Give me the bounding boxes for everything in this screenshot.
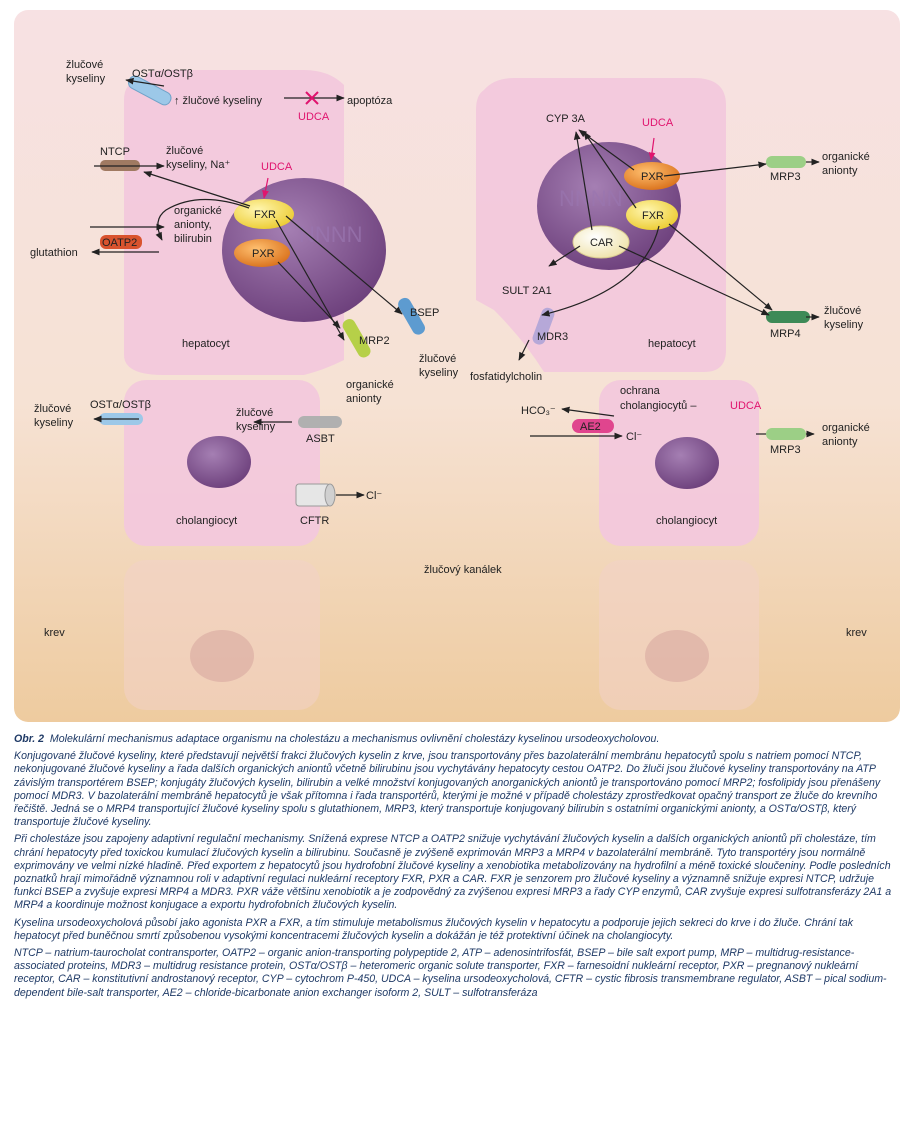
figure-caption: Obr. 2 Molekulární mechanismus adaptace … [14,733,898,1004]
caption-title: Obr. 2 Molekulární mechanismus adaptace … [14,733,898,746]
diagram-canvas: NNNN NNNN FXR PXR PXR FXR CAR OATP2 AE2 [14,10,900,722]
blood-cell-right-nucleus [645,630,709,682]
caption-paragraph-3: Kyselina ursodeoxycholová působí jako ag… [14,916,854,942]
bicarbonate-label: HCO₃⁻ [521,405,556,417]
fxr-left [234,199,294,229]
cftr-channel-end [324,483,336,507]
mrp3-top-transporter [766,156,806,168]
bile-canaliculus-label: žlučový kanálek [424,564,502,576]
blood-left-label: krev [44,627,65,639]
car-receptor [572,225,630,259]
chloride-left-label: Cl⁻ [366,490,382,502]
bsep-transporter [398,297,425,335]
caption-paragraph-1: Konjugované žlučové kyseliny, které před… [14,750,881,829]
dna-right: NNNN [559,186,623,211]
sult-label: SULT 2A1 [502,285,552,297]
nucleus-cholangiocyte-right [655,437,719,489]
hepatocyte-left-label: hepatocyt [182,338,230,350]
blood-right-label: krev [846,627,867,639]
fxr-right-label: FXR [642,210,664,222]
nucleus-cholangiocyte-left [187,436,251,488]
protection-cholangiocytes-label: cholangiocytů – [620,400,697,412]
udca-cholangiocyte-label: UDCA [730,400,762,412]
udca-left-label: UDCA [261,161,293,173]
mrp2-label: MRP2 [359,335,390,347]
hepatocyte-right-label: hepatocyt [648,338,696,350]
ae2-transporter [572,419,614,433]
udca-block-cross [305,91,319,105]
ost-cholangiocyte-label: OSTα/OSTβ [90,399,151,411]
mrp3-bottom-transporter [766,428,806,440]
pxr-right-label: PXR [641,171,664,183]
oatp2-transporter [100,235,142,249]
blood-cell-left-nucleus [190,630,254,682]
oatp2-label: OATP2 [102,237,137,249]
mdr3-transporter [532,307,555,345]
mrp4-label: MRP4 [770,328,801,340]
ost-top-label: OSTα/OSTβ [132,68,193,80]
mrp4-transporter [766,311,810,323]
caption-abbreviations: NTCP – natrium-taurocholat contransporte… [14,947,887,999]
asbt-label: ASBT [306,433,335,445]
udca-right-label: UDCA [642,117,674,129]
cyp3a-label: CYP 3A [546,113,586,125]
caption-title-text: Molekulární mechanismus adaptace organis… [49,733,660,745]
udca-top-label: UDCA [298,111,330,123]
protection-label: ochrana [620,385,661,397]
pxr-left [234,239,290,267]
ae2-label: AE2 [580,421,601,433]
glutathion-label: glutathion [30,247,78,259]
pxr-right [624,162,680,190]
mrp3-top-label: MRP3 [770,171,801,183]
phosphatidylcholine-label: fosfatidylcholin [470,371,542,383]
arrows [90,77,820,499]
pxr-left-label: PXR [252,248,275,260]
cholangiocyte-left-label: cholangiocyt [176,515,237,527]
fxr-right [626,200,678,230]
mrp2-transporter [342,319,371,358]
mdr3-label: MDR3 [537,331,568,343]
caption-figure-number: Obr. 2 [14,733,45,745]
cftr-label: CFTR [300,515,329,527]
dna-left: NNNN [299,222,363,247]
apoptosis-label: apoptóza [347,95,393,107]
caption-paragraph-2: Při cholestáze jsou zapojeny adaptivní r… [14,833,892,912]
fxr-left-label: FXR [254,209,276,221]
chloride-right-label: Cl⁻ [626,431,642,443]
bile-acids-up-label: ↑ žlučové kyseliny [174,95,263,107]
udca-arrows [262,137,656,199]
mrp3-bottom-label: MRP3 [770,444,801,456]
pathway-figure: NNNN NNNN FXR PXR PXR FXR CAR OATP2 AE2 [14,10,900,722]
bsep-label: BSEP [410,307,439,319]
ntcp-label: NTCP [100,146,130,158]
cholangiocyte-right-label: cholangiocyt [656,515,717,527]
asbt-transporter [298,416,342,428]
car-label: CAR [590,237,613,249]
